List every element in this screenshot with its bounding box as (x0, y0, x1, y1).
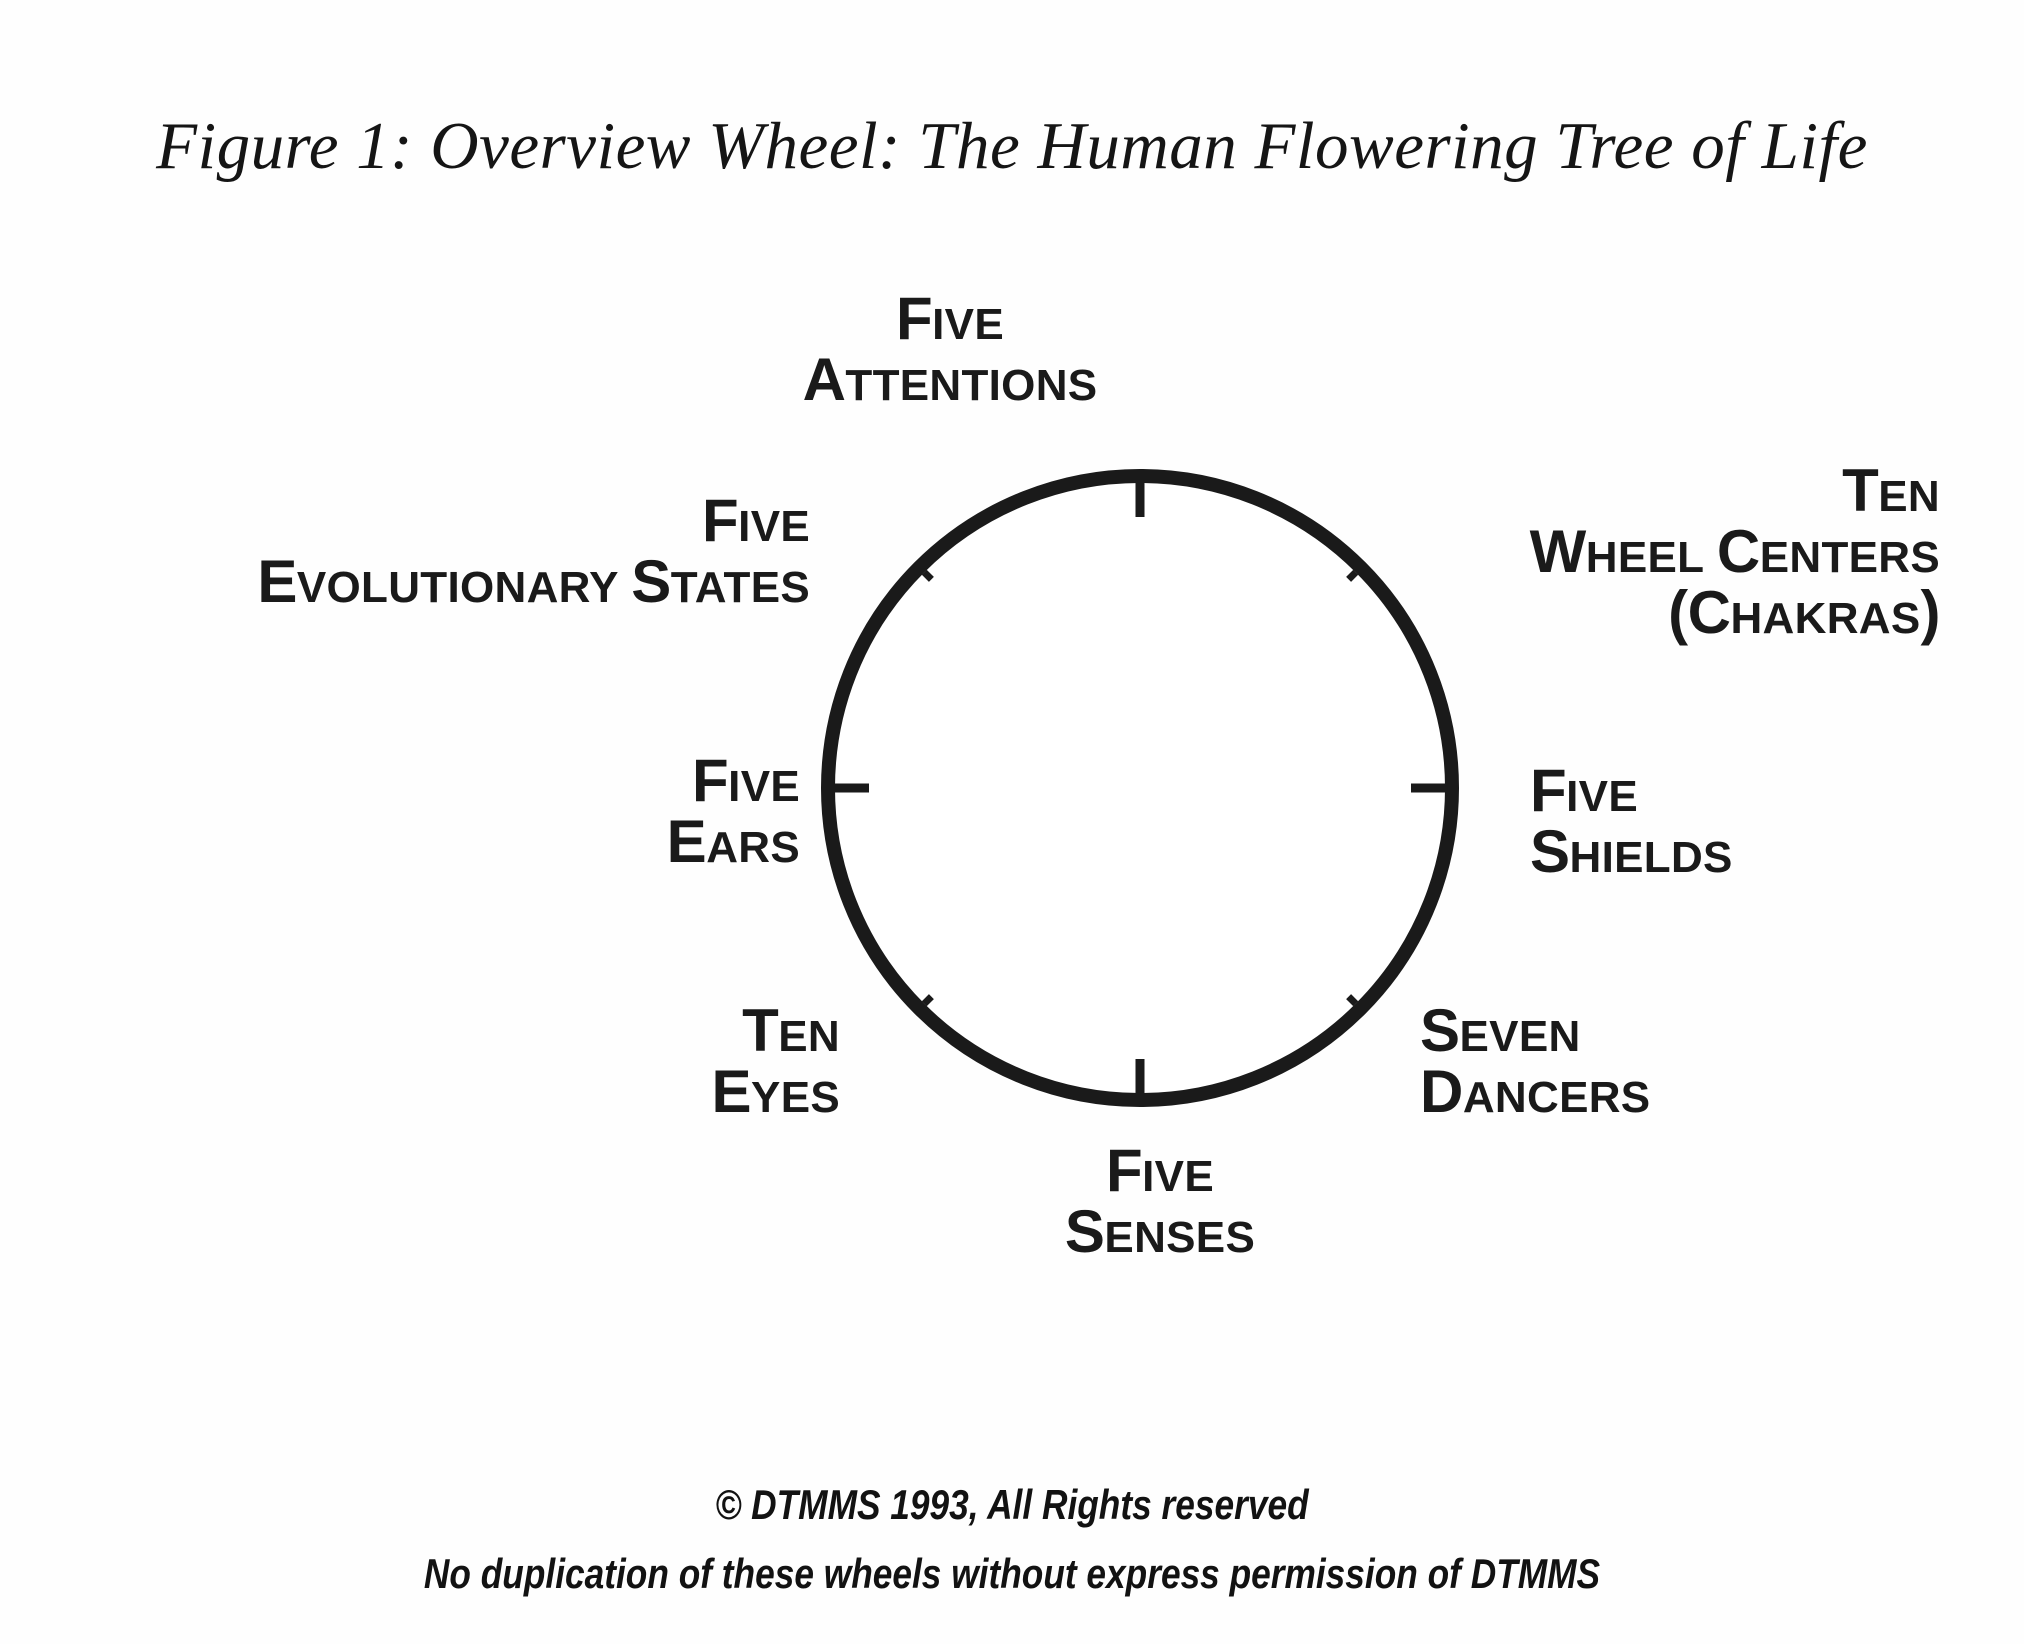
wheel-tick-five-evolutionary-states (921, 569, 934, 582)
label-line-1: FIVE (702, 487, 810, 554)
label-line-1: SEVEN (1420, 997, 1581, 1064)
label-line-1: FIVE (896, 285, 1004, 352)
label-line-2: WHEEL CENTERS (1529, 518, 1940, 586)
label-line-2: ATTENTIONS (802, 346, 1098, 414)
label-line-1: FIVE (1530, 757, 1638, 824)
wheel-label-ten-wheel-centers: TEN WHEEL CENTERS (CHAKRAS) (1380, 457, 1941, 647)
page-title: Figure 1: Overview Wheel: The Human Flow… (156, 109, 1868, 183)
label-line-2: EYES (711, 1058, 840, 1126)
no-duplication-notice: No duplication of these wheels without e… (423, 1550, 1601, 1597)
wheel-tick-seven-dancers (1346, 994, 1359, 1007)
wheel-tick-ten-wheel-centers (1346, 569, 1359, 582)
label-line-2: SHIELDS (1530, 818, 1733, 886)
copyright-notice: © DTMMS 1993, All Rights reserved (715, 1481, 1309, 1528)
label-line-1: FIVE (1106, 1137, 1214, 1204)
wheel-label-five-attentions: FIVE ATTENTIONS (740, 288, 1160, 410)
wheel-tick-ten-eyes (921, 994, 934, 1007)
label-line-3: (CHAKRAS) (1668, 579, 1940, 647)
label-line-2: EARS (666, 808, 800, 876)
wheel-label-five-ears: FIVE EARS (460, 750, 800, 872)
label-line-2: SENSES (1064, 1198, 1256, 1266)
label-line-1: TEN (742, 997, 840, 1064)
wheel-label-seven-dancers: SEVEN DANCERS (1420, 1000, 1840, 1122)
wheel-outer-circle (821, 469, 1459, 1107)
label-line-1: TEN (1842, 457, 1940, 524)
wheel-label-ten-eyes: TEN EYES (440, 1000, 840, 1122)
wheel-label-five-evolutionary-states: FIVE EVOLUTIONARY STATES (110, 490, 810, 612)
label-line-2: EVOLUTIONARY STATES (257, 548, 810, 616)
label-line-1: FIVE (692, 747, 800, 814)
wheel-label-five-senses: FIVE SENSES (960, 1140, 1360, 1262)
label-line-2: DANCERS (1420, 1058, 1651, 1126)
wheel-label-five-shields: FIVE SHIELDS (1530, 760, 1890, 882)
